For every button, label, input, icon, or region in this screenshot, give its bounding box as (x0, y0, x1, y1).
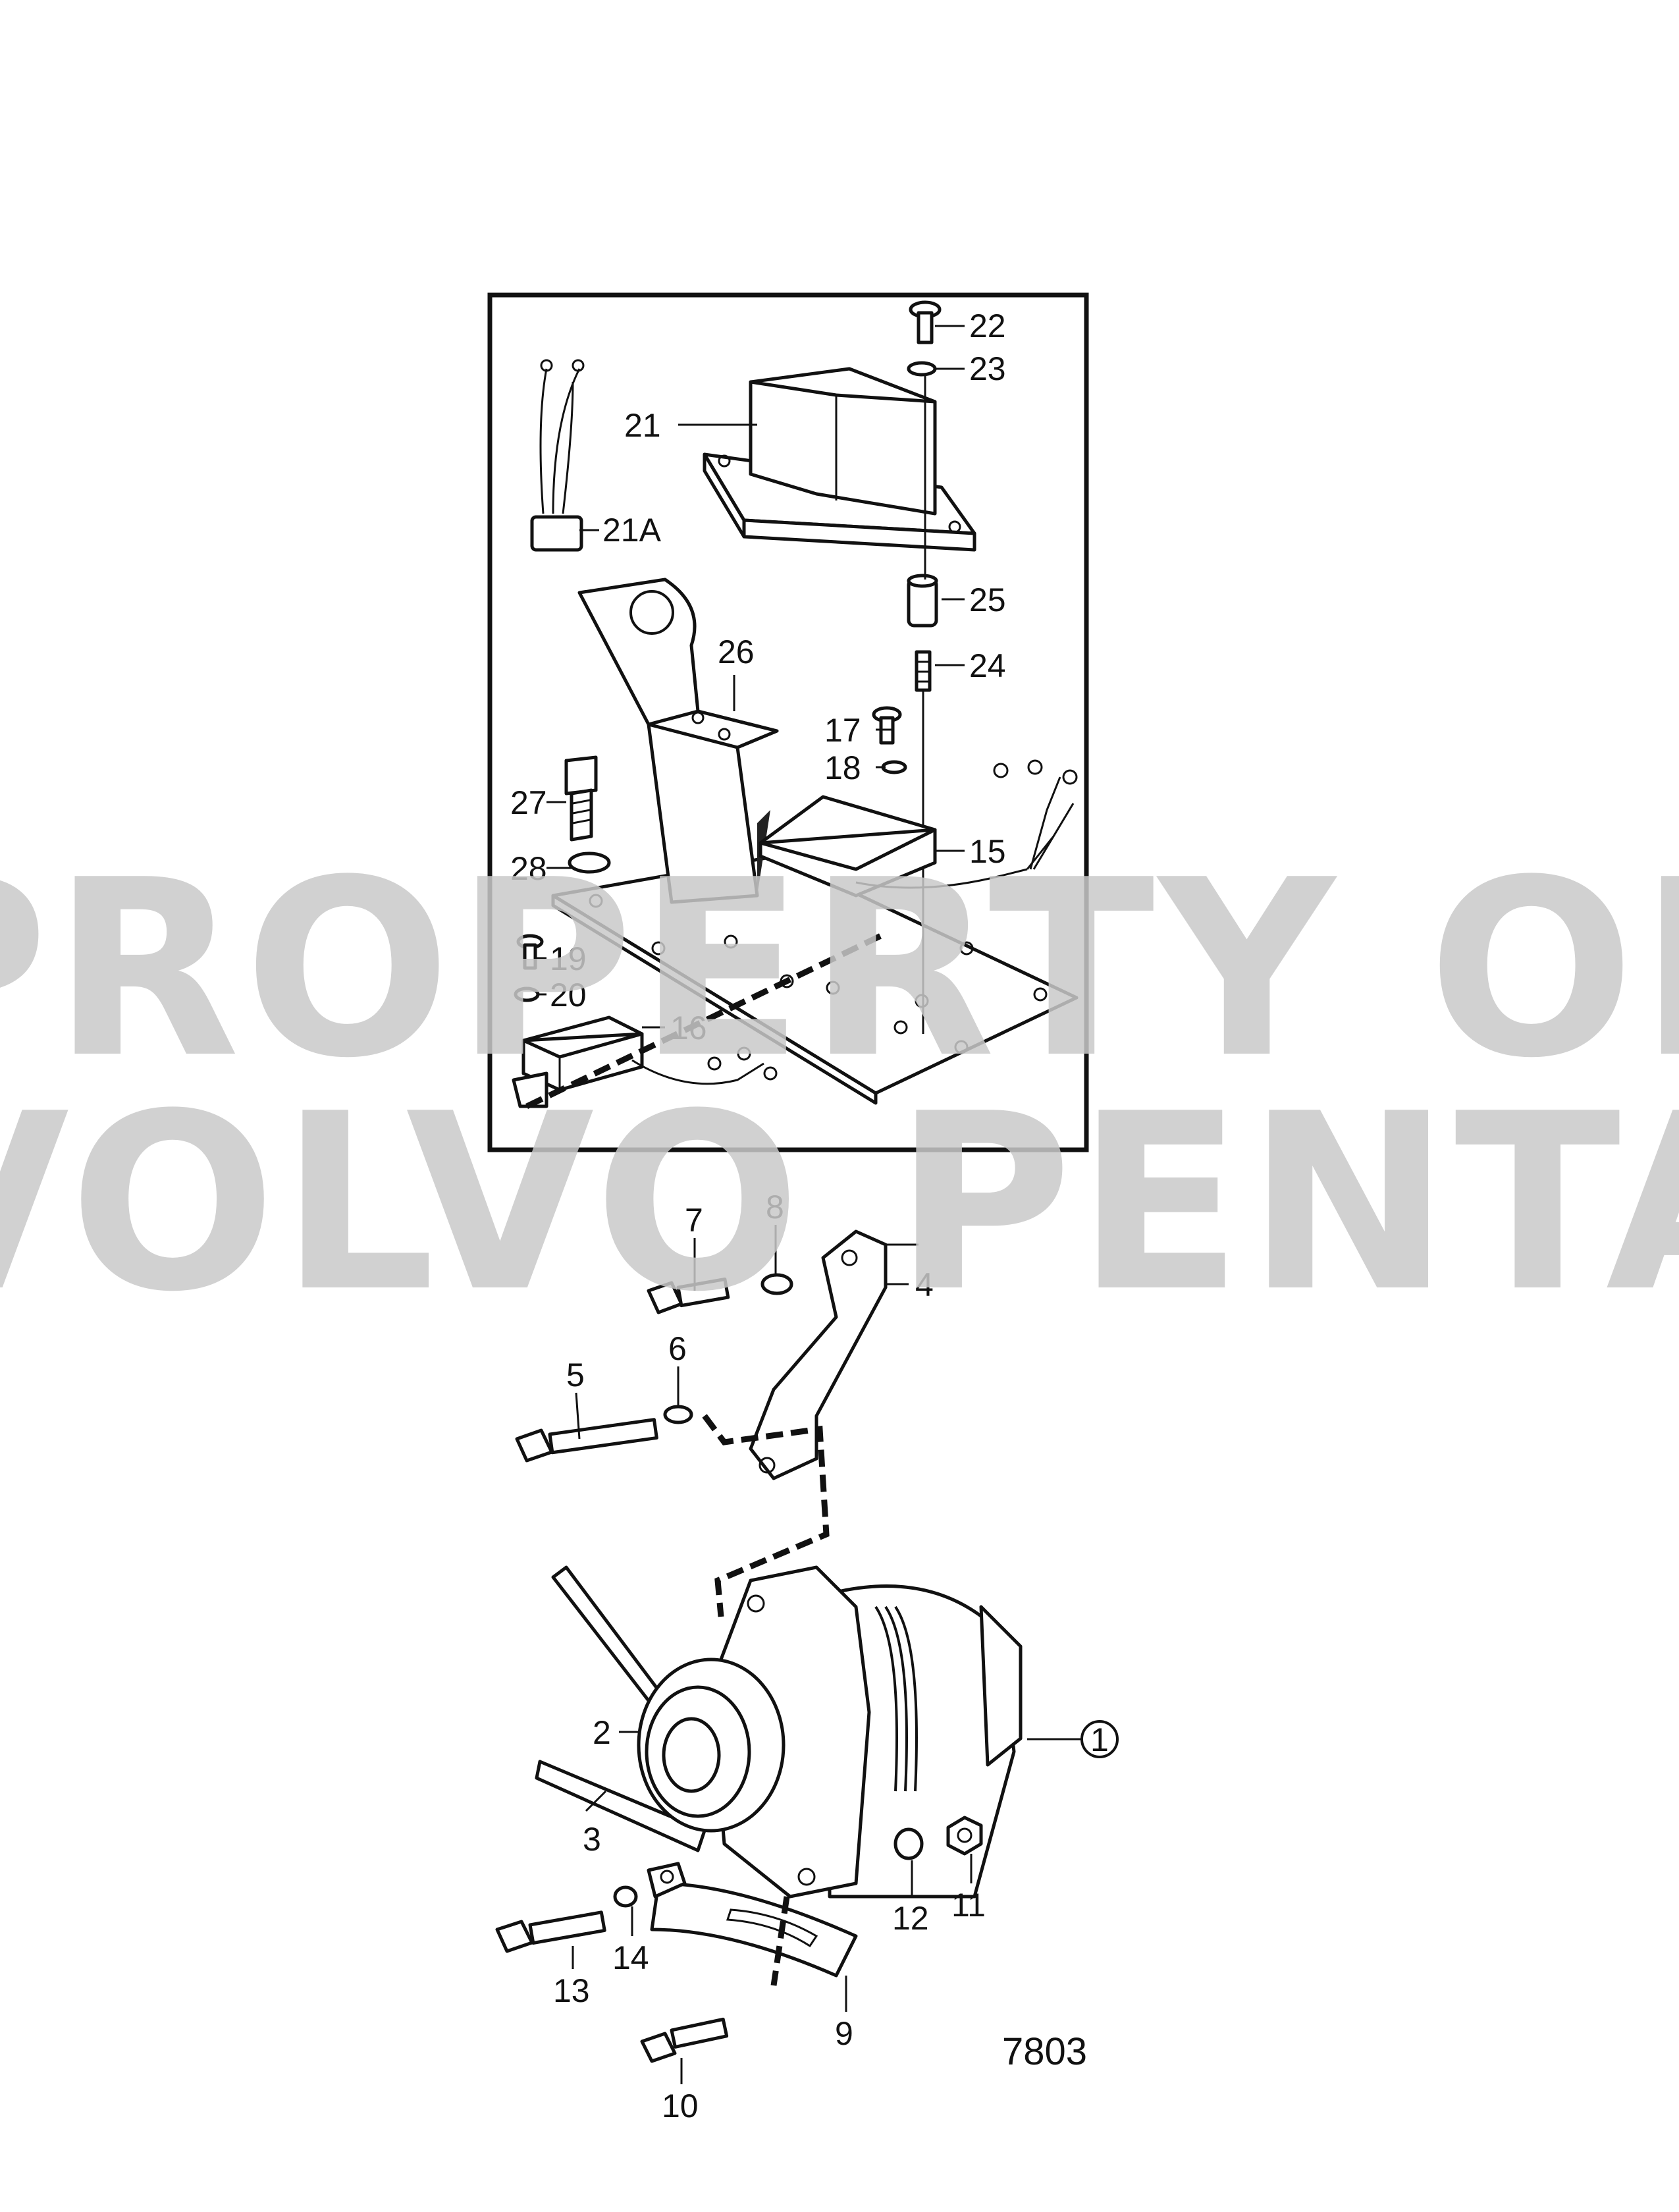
dashed-link-adjust (770, 1896, 790, 1986)
callout-23: 23 (969, 350, 1006, 387)
bolt-10 (640, 2017, 729, 2063)
washer-23 (907, 361, 937, 377)
nut-11 (946, 1816, 983, 1856)
callout-28: 28 (510, 850, 547, 887)
callout-1-circle (1080, 1720, 1119, 1758)
pulley-2 (637, 1658, 786, 1833)
screw-22 (909, 300, 942, 344)
figure-number: 7803 (1002, 2030, 1087, 2073)
bolt-5 (515, 1418, 658, 1463)
callout-1: 1 (1090, 1721, 1109, 1758)
screw-17 (872, 706, 902, 745)
bolt-7 (647, 1277, 730, 1314)
bracket-4 (749, 1229, 888, 1480)
callout-17: 17 (824, 712, 861, 749)
callout-4: 4 (915, 1266, 934, 1303)
leader-lines (537, 325, 1081, 2084)
callout-12: 12 (892, 1900, 929, 1937)
callout-7: 7 (685, 1202, 703, 1239)
screw-19 (516, 934, 544, 970)
callout-8: 8 (766, 1189, 784, 1226)
watermark-line-2: VOLVO PENTA (0, 1062, 1679, 1345)
washer-28 (568, 851, 611, 874)
stud-24 (915, 650, 932, 692)
callout-25: 25 (969, 581, 1006, 618)
callout-2: 2 (593, 1714, 611, 1751)
dashed-link-16 (525, 932, 884, 1110)
callout-14: 14 (612, 1939, 649, 1976)
callout-27: 27 (510, 784, 547, 821)
callout-9: 9 (835, 2015, 853, 2052)
dashed-link-bracket (702, 1414, 830, 1617)
callout-20: 20 (550, 977, 587, 1013)
washer-14 (613, 1885, 638, 1908)
wire-harness-21A (530, 359, 585, 552)
relay-21 (703, 367, 976, 552)
spacer-25 (907, 574, 938, 628)
callout-5: 5 (566, 1357, 585, 1393)
component-15 (759, 759, 1078, 898)
callout-15: 15 (969, 833, 1006, 870)
callout-6: 6 (668, 1330, 687, 1367)
callout-13: 13 (553, 1972, 590, 2009)
callout-21A: 21A (602, 512, 662, 549)
washer-20 (514, 986, 540, 1002)
bolt-13 (495, 1910, 606, 1953)
adjusting-bracket-9 (647, 1862, 858, 1978)
washer-8 (760, 1273, 793, 1295)
watermark-line-1: PROPERTY OF (0, 828, 1679, 1112)
inset-frame (487, 292, 1089, 1152)
callout-26: 26 (718, 634, 755, 670)
callout-24: 24 (969, 647, 1006, 684)
callout-11: 11 (951, 1887, 986, 1924)
callout-19: 19 (550, 940, 587, 977)
callout-21: 21 (624, 407, 661, 444)
mounting-plate (551, 854, 1079, 1105)
callout-10: 10 (662, 2088, 699, 2124)
washer-18 (881, 760, 907, 774)
callout-22: 22 (969, 308, 1006, 344)
bolt-27 (564, 755, 598, 842)
callout-3: 3 (583, 1821, 601, 1858)
callout-16: 16 (670, 1010, 707, 1046)
washer-6 (663, 1405, 693, 1424)
callout-18: 18 (824, 749, 861, 786)
washer-12 (893, 1827, 924, 1860)
